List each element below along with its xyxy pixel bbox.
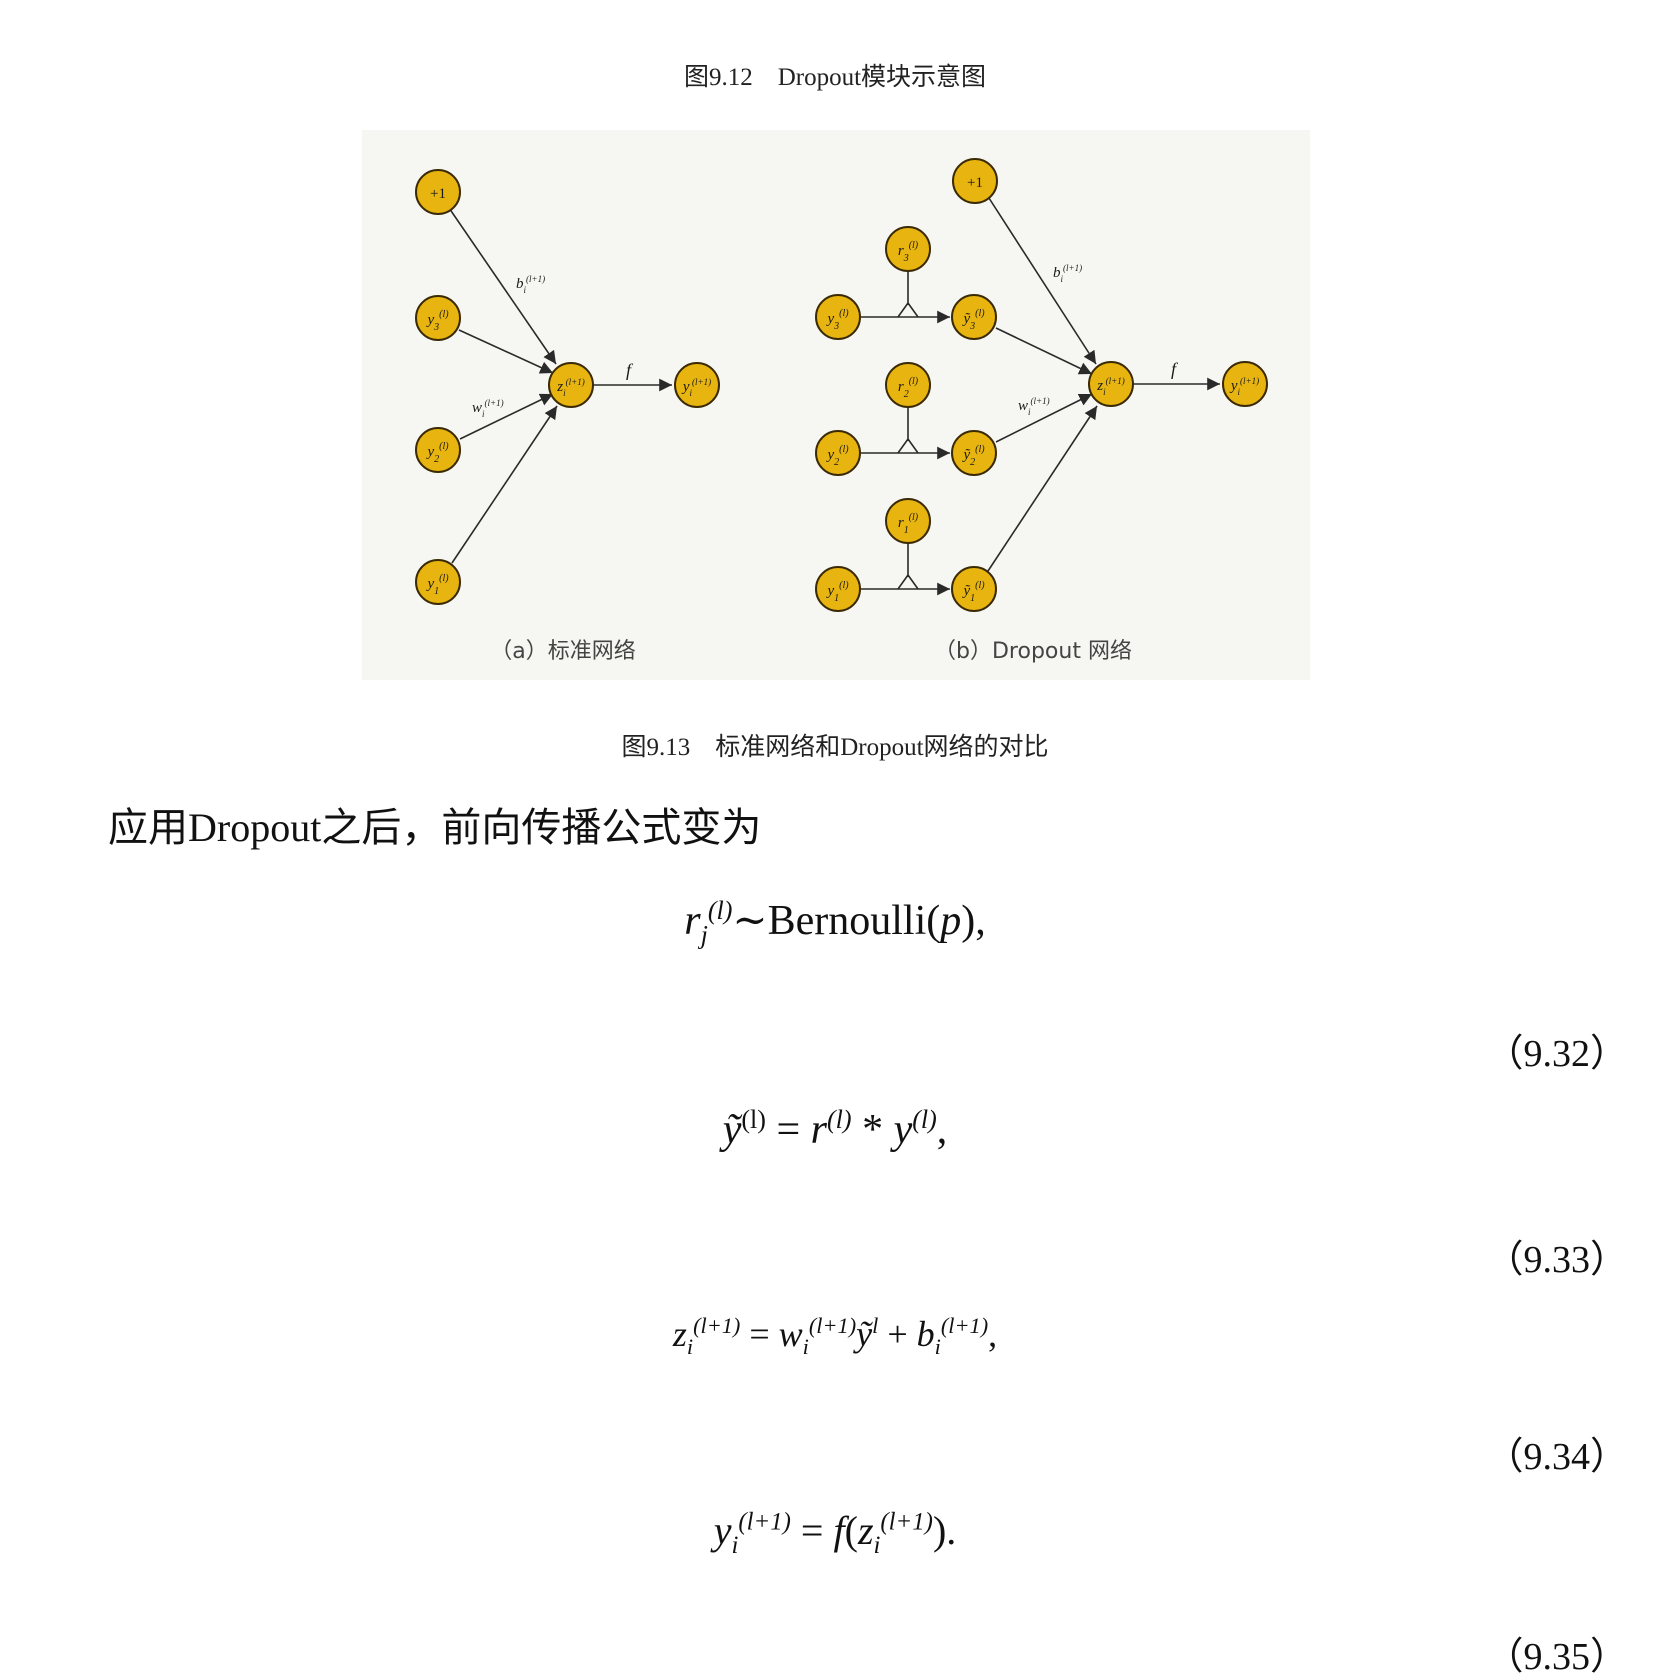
- plus-one-label: +1: [967, 175, 983, 191]
- dropout-network-edges: [860, 194, 1220, 596]
- body-paragraph: 应用Dropout之后，前向传播公式变为: [108, 805, 762, 850]
- node-r2: [885, 362, 931, 408]
- plus-one-label: +1: [430, 186, 446, 202]
- activation-f-label: f: [626, 360, 634, 380]
- figure-9-12-caption: 图9.12 Dropout模块示意图: [683, 64, 987, 91]
- node-output-y: [674, 362, 720, 408]
- node-y2: [815, 430, 861, 476]
- equation-number-9-32: （9.32）: [1485, 1033, 1628, 1075]
- edge-y2-tilde-to-z: [995, 393, 1093, 443]
- node-bias: [415, 169, 461, 215]
- equation-number-9-33: （9.33）: [1485, 1239, 1628, 1281]
- node-r3: [885, 226, 931, 272]
- dropout-network-nodes: [815, 158, 1268, 612]
- equation-number-9-34: （9.34）: [1485, 1436, 1628, 1478]
- node-y3: [415, 295, 461, 341]
- equation-9-33: ỹ(l) = r(l) * y(l),: [722, 1105, 948, 1153]
- standard-network-panel: [446, 204, 672, 564]
- node-z: [1088, 361, 1134, 407]
- node-output-y: [1222, 361, 1268, 407]
- activation-f-label: f: [1171, 359, 1179, 379]
- edge-y3-tilde-to-z: [995, 327, 1093, 375]
- panel-a-label: （a）标准网络: [490, 639, 635, 664]
- edge-y2-to-z: [459, 393, 554, 440]
- edge-y1-to-z: [451, 405, 558, 564]
- edge-bias-to-z: [446, 204, 557, 365]
- node-y2-tilde: [951, 430, 997, 476]
- equation-9-34: zi(l+1) = wi(l+1)ỹl + bi(l+1),: [672, 1313, 998, 1360]
- edge-bias-to-z: [986, 194, 1097, 365]
- node-y3: [815, 294, 861, 340]
- equation-9-35: yi(l+1) = f(zi(l+1)).: [713, 1508, 957, 1559]
- node-r1: [885, 498, 931, 544]
- gate2-symbol: [897, 437, 919, 454]
- standard-network-nodes: [415, 169, 720, 605]
- node-y1: [415, 559, 461, 605]
- edge-y1-tilde-to-z: [987, 405, 1098, 572]
- node-bias: [952, 158, 998, 204]
- node-y2: [415, 427, 461, 473]
- node-y1-tilde: [951, 566, 997, 612]
- node-y3-tilde: [951, 294, 997, 340]
- node-y1: [815, 566, 861, 612]
- node-z: [548, 362, 594, 408]
- figure-9-13-caption: 图9.13 标准网络和Dropout网络的对比: [621, 734, 1049, 761]
- equation-number-9-35: （9.35）: [1485, 1636, 1628, 1678]
- gate1-symbol: [897, 573, 919, 590]
- gate3-symbol: [897, 301, 919, 318]
- equation-9-32: rj(l)∼Bernoulli(p),: [684, 896, 986, 950]
- edge-y3-to-z: [458, 329, 554, 374]
- panel-b-label: （b）Dropout 网络: [934, 639, 1132, 664]
